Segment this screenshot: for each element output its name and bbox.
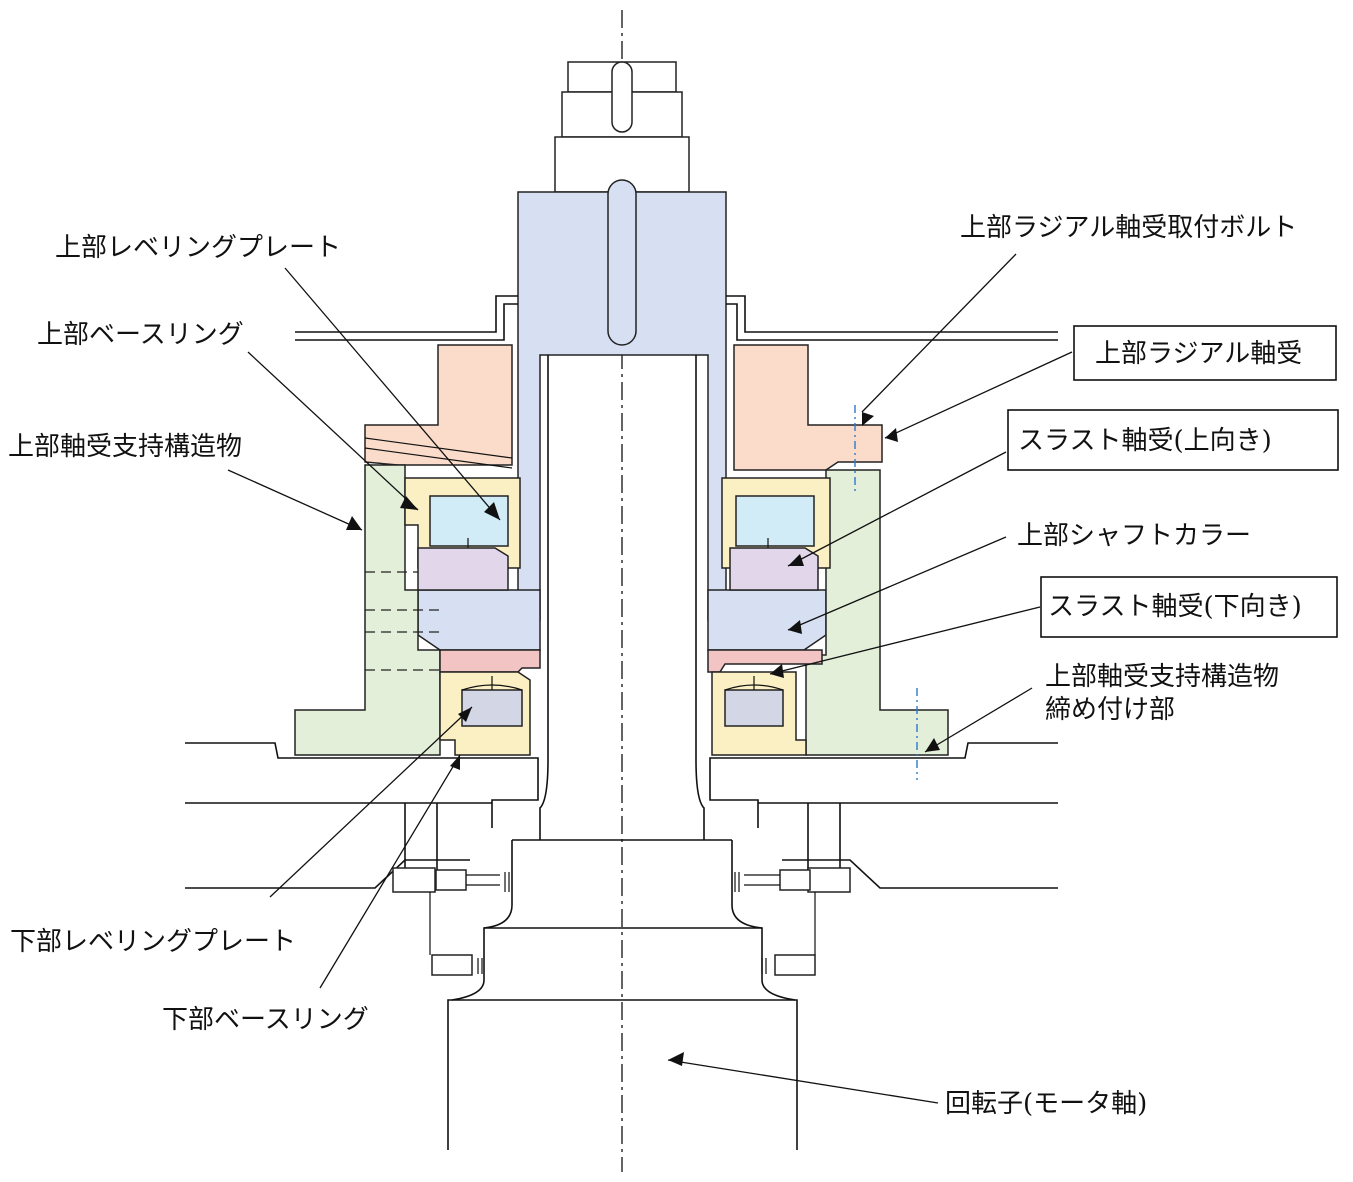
lower-seals — [392, 867, 851, 976]
label-support-fastening-line1: 上部軸受支持構造物 — [1045, 662, 1279, 692]
support-bolt-dashes — [365, 571, 440, 671]
thrust-bearing-up — [417, 547, 819, 591]
label-lower-base-ring: 下部ベースリング — [162, 1005, 369, 1035]
label-box-thrust-up — [1007, 409, 1339, 471]
label-upper-leveling-plate: 上部レベリングプレート — [55, 233, 341, 263]
upper-radial-bearing-right — [733, 344, 883, 471]
label-upper-bearing-support: 上部軸受支持構造物 — [8, 432, 242, 462]
lower-leveling-plate — [461, 676, 784, 727]
label-thrust-bearing-up: スラスト軸受(上向き) — [1018, 426, 1272, 456]
label-support-fastening-line2: 締め付け部 — [1045, 695, 1175, 725]
label-upper-radial-bolt: 上部ラジアル軸受取付ボルト — [960, 213, 1297, 243]
label-upper-shaft-collar: 上部シャフトカラー — [1017, 521, 1251, 551]
arrowheads — [346, 412, 940, 1066]
label-box-radial-bearing — [1073, 325, 1337, 381]
upper-leveling-plate — [429, 495, 815, 552]
main-shaft — [451, 355, 796, 1001]
label-rotor: 回転子(モータ軸) — [945, 1089, 1147, 1119]
rotor-body — [447, 999, 798, 1150]
upper-radial-bearing-left — [364, 344, 513, 469]
housing-cover — [295, 295, 1058, 341]
label-upper-radial-bearing: 上部ラジアル軸受 — [1095, 339, 1302, 369]
shaft-top-nut — [554, 61, 690, 193]
leader-lines — [227, 253, 1073, 1104]
label-thrust-bearing-down: スラスト軸受(下向き) — [1048, 592, 1302, 622]
thrust-bearing-down — [439, 649, 823, 673]
label-lower-leveling-plate: 下部レベリングプレート — [10, 927, 296, 957]
label-box-thrust-down — [1040, 576, 1338, 638]
label-upper-base-ring: 上部ベースリング — [37, 320, 244, 350]
